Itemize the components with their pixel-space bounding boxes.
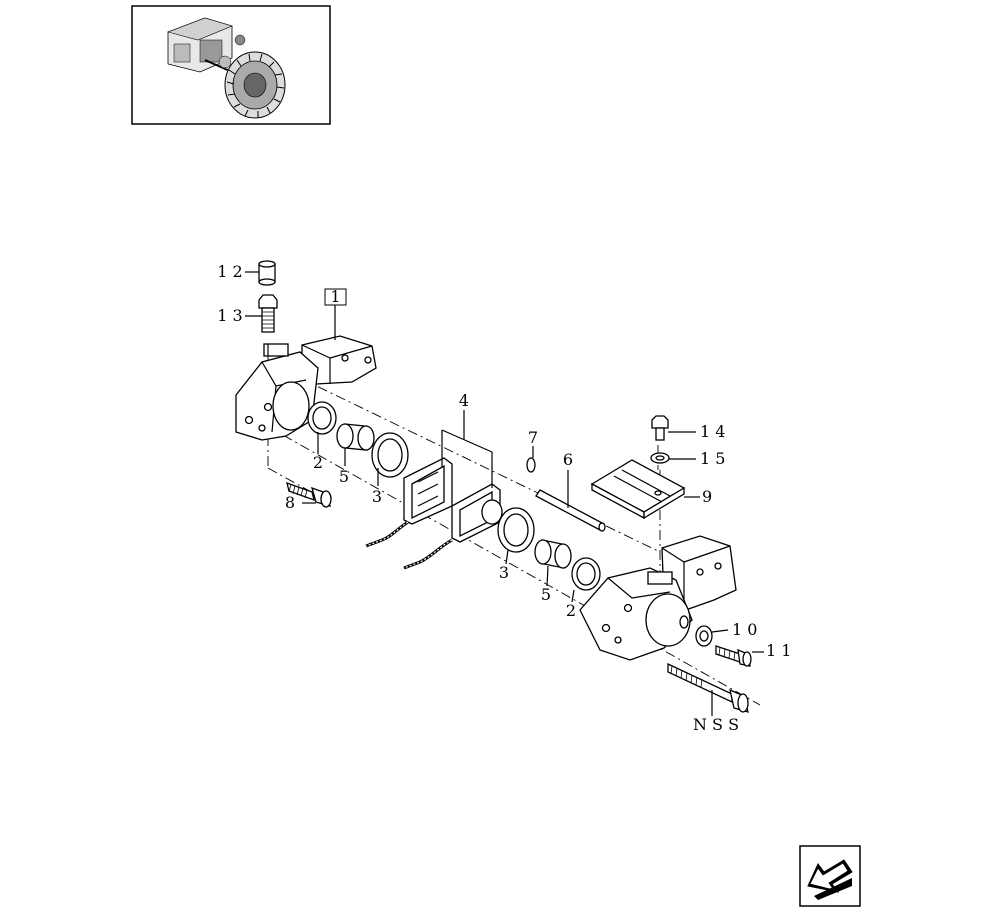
callout-12: 1 2 — [217, 262, 242, 281]
callout-14: 1 4 — [700, 422, 725, 441]
part-5-bushing-right — [534, 539, 572, 569]
ref-box-1: 1 — [324, 287, 347, 340]
part-2-seal-ring-right — [571, 557, 601, 591]
part-6-pin — [535, 470, 606, 532]
part-7-o-ring — [526, 457, 536, 473]
callout-10: 1 0 — [732, 620, 757, 639]
part-12-cap — [258, 260, 276, 286]
callout-labels: 1 2 1 3 2 5 3 8 4 7 6 1 4 1 5 9 3 5 2 1 … — [217, 262, 791, 734]
callout-8: 8 — [285, 493, 295, 512]
ref-box-label: 1 — [330, 287, 340, 306]
part-9-plate — [590, 459, 700, 520]
axle-assembly-thumbnail-icon — [167, 17, 286, 119]
callout-11: 1 1 — [766, 641, 791, 660]
callout-3-right: 3 — [499, 563, 509, 582]
part-11-bolt — [715, 645, 764, 667]
callout-15: 1 5 — [700, 449, 725, 468]
back-nav-button[interactable] — [799, 845, 861, 907]
part-5-bushing-left — [336, 423, 375, 451]
leader-lines — [245, 271, 575, 603]
part-2-seal-ring-left — [307, 401, 337, 435]
callout-9: 9 — [702, 487, 712, 506]
back-arrow-icon — [807, 859, 853, 900]
callout-7: 7 — [528, 428, 538, 447]
thumbnail[interactable] — [131, 5, 331, 125]
right-housing — [579, 535, 737, 661]
callout-5-left: 5 — [339, 467, 349, 486]
part-nss-long-bolt — [667, 662, 749, 716]
callout-6: 6 — [563, 450, 573, 469]
part-15-washer — [650, 452, 696, 464]
callout-2-left: 2 — [313, 453, 323, 472]
callout-13: 1 3 — [217, 306, 242, 325]
callout-3-left: 3 — [372, 487, 382, 506]
part-14-bolt — [651, 415, 696, 441]
callout-5-right: 5 — [541, 585, 551, 604]
callout-2-right: 2 — [566, 601, 576, 620]
part-4-brake-pads — [365, 410, 503, 570]
part-10-washer — [695, 625, 729, 647]
callout-nss: N S S — [693, 715, 739, 734]
part-1-left-housing — [235, 335, 377, 441]
part-3-thrust-washer-right — [497, 507, 535, 553]
part-13-breather-fitting — [258, 294, 278, 333]
callout-4: 4 — [459, 391, 469, 410]
part-8-screw — [286, 481, 332, 508]
part-3-thrust-washer-left — [371, 432, 409, 478]
